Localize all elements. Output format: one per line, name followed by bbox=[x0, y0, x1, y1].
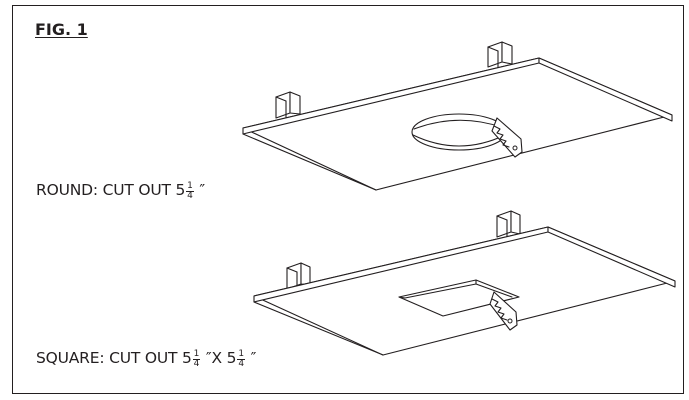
square-fraction-2-denominator: 4 bbox=[238, 359, 244, 369]
back-joist-square bbox=[496, 210, 521, 239]
square-hole bbox=[398, 279, 520, 317]
square-caption-prefix: SQUARE: CUT OUT 5 bbox=[36, 349, 192, 367]
square-cutout-illustration bbox=[253, 210, 676, 356]
figure-title: FIG. 1 bbox=[35, 20, 88, 39]
round-caption-prefix: ROUND: CUT OUT 5 bbox=[36, 181, 186, 199]
round-fraction-numerator: 1 bbox=[186, 181, 194, 192]
back-joist-round bbox=[487, 41, 513, 69]
square-caption-mid: ″X 5 bbox=[201, 349, 237, 367]
round-hole bbox=[411, 113, 507, 151]
round-cutout-illustration bbox=[242, 41, 673, 191]
square-fraction-1-denominator: 4 bbox=[193, 359, 200, 369]
left-joist-round bbox=[275, 91, 301, 119]
left-joist-square bbox=[286, 262, 311, 290]
round-fraction-denominator: 4 bbox=[187, 191, 193, 201]
square-keyhole-saw bbox=[489, 291, 518, 331]
square-fraction-2-numerator: 1 bbox=[237, 349, 245, 360]
round-caption-suffix: ″ bbox=[194, 181, 206, 199]
round-keyhole-saw bbox=[491, 117, 523, 158]
square-fraction-1-numerator: 1 bbox=[192, 349, 201, 360]
square-caption-suffix: ″ bbox=[245, 349, 257, 367]
